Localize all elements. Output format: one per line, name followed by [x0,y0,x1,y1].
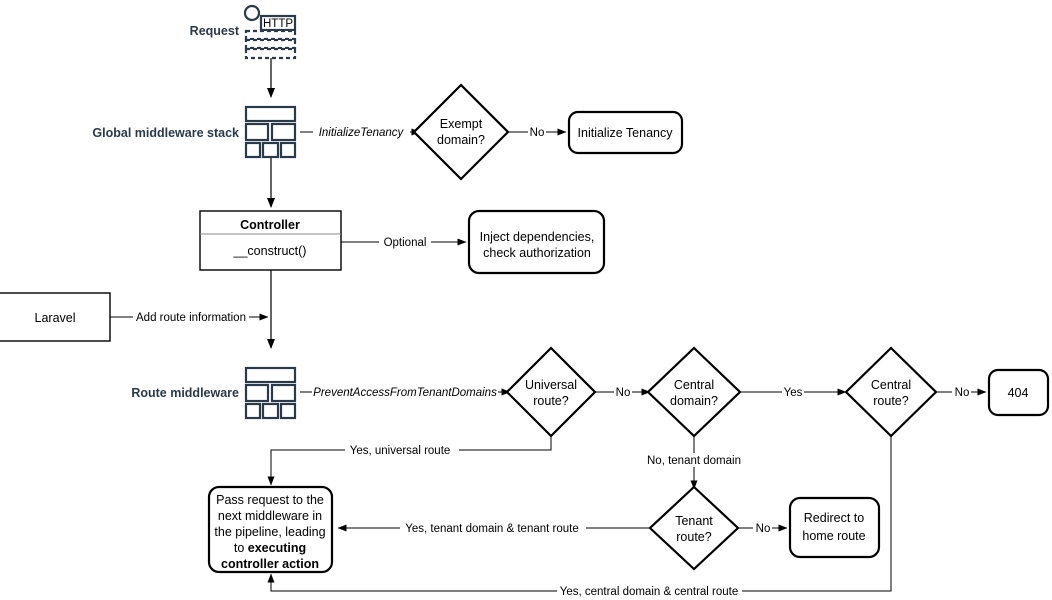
edge-label-exempt-no: No [530,127,545,139]
edge-label-universal-no: No [616,387,631,399]
edge-label-bg-exempt-no [528,125,546,139]
edge-label-bg-optional [379,235,431,249]
edge-label-bg-add-route-information [133,310,249,324]
edge-label-bg-prevent-access [312,385,498,399]
central-domain-line2: domain? [670,394,718,408]
node-pass-request: Pass request to the next middleware in t… [207,485,334,574]
edge-label-bg-yes-central-domain-central-route [557,584,742,598]
node-404: 404 [987,368,1050,417]
node-exempt-domain: Exempt domain? [412,83,510,181]
central-route-line1: Central [871,378,911,392]
edge-label-add-route-information: Add route information [136,312,246,324]
node-inject-dependencies: Inject dependencies, check authorization [467,209,606,275]
universal-route-line1: Universal [525,378,577,392]
edge-label-no-tenant-domain: No, tenant domain [647,455,741,467]
http-icon-label: HTTP [263,18,293,30]
edge-label-central-domain-yes: Yes [784,387,803,399]
node-central-domain: Central domain? [646,346,742,438]
central-route-line2: route? [873,394,908,408]
pass-request-line4-bold: executing [248,541,306,555]
exempt-domain-line1: Exempt [440,117,483,131]
exempt-domain-line2: domain? [437,133,485,147]
route-middleware-icon [244,366,297,420]
edge-label-initialize-tenancy: InitializeTenancy [319,127,405,139]
controller-construct-method: __construct() [233,244,307,258]
node-laravel: Laravel [0,292,111,342]
pass-request-line4-plain: to [234,541,248,555]
edge-label-central-route-no: No [955,387,970,399]
edge-label-bg-yes-tenant-domain-tenant-route [400,521,586,535]
pass-request-line3: the pipeline, leading [214,525,325,539]
initialize-tenancy-label: Initialize Tenancy [578,126,674,140]
global-middleware-stack-icon [244,105,297,159]
inject-dependencies-line1: Inject dependencies, [480,230,595,244]
edge-label-bg-tenant-route-no [753,521,772,535]
edge-label-yes-tenant-domain-tenant-route: Yes, tenant domain & tenant route [405,523,578,535]
edge-label-bg-yes-universal-route [345,443,459,457]
http-request-icon: HTTP [243,4,297,60]
node-universal-route: Universal route? [505,346,597,438]
not-found-label: 404 [1008,386,1029,400]
edge-label-optional: Optional [384,237,427,249]
node-redirect-home-route: Redirect to home route [788,496,881,559]
edge-label-yes-universal-route: Yes, universal route [350,445,451,457]
redirect-home-line2: home route [802,529,865,543]
universal-route-line2: route? [533,394,568,408]
label-global-middleware-stack: Global middleware stack [92,126,239,140]
edge-label-bg-universal-no [614,385,632,399]
label-route-middleware: Route middleware [131,386,239,400]
node-central-route: Central route? [844,346,938,438]
pass-request-line2: next middleware in [218,509,322,523]
edge-label-bg-central-route-no [952,385,971,399]
edge-label-bg-no-tenant-domain [643,453,746,467]
edge-label-bg-initialize-tenancy [313,125,410,139]
edge-label-yes-central-domain-central-route: Yes, central domain & central route [560,586,739,598]
redirect-home-line1: Redirect to [804,511,864,525]
laravel-label: Laravel [35,311,76,325]
tenant-route-line2: route? [676,530,711,544]
edge-label-prevent-access: PreventAccessFromTenantDomains [313,387,497,399]
pass-request-line5: controller action [221,557,319,571]
node-tenant-route: Tenant route? [648,485,740,571]
node-controller: Controller __construct() [199,210,342,271]
edge-label-bg-central-domain-yes [782,385,804,399]
node-initialize-tenancy: Initialize Tenancy [567,110,684,155]
controller-title: Controller [240,218,300,232]
inject-dependencies-line2: check authorization [483,246,591,260]
label-request: Request [190,24,240,38]
tenant-route-line1: Tenant [675,514,713,528]
edge-label-tenant-route-no: No [756,523,771,535]
pass-request-line4: to executing [234,541,306,555]
pass-request-line1: Pass request to the [216,493,324,507]
central-domain-line1: Central [674,378,714,392]
